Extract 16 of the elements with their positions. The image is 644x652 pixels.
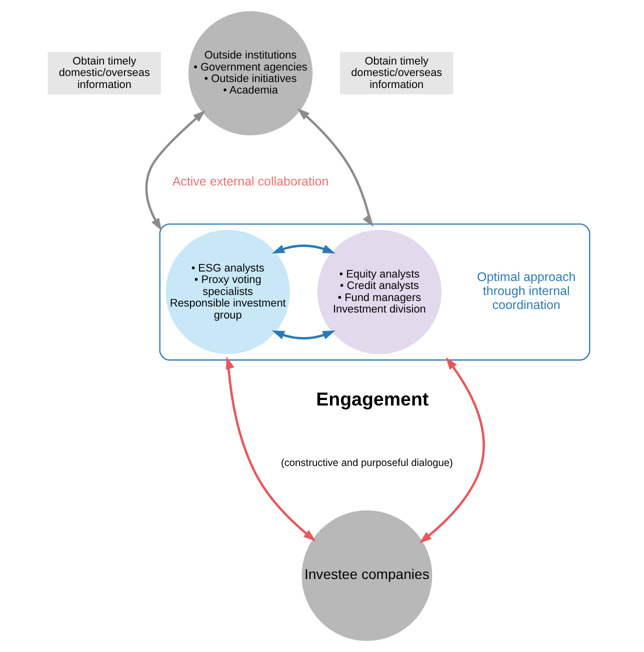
label: Engagement <box>316 388 429 410</box>
arrow <box>419 357 485 544</box>
cluster <box>159 223 590 361</box>
node-circle: • Equity analysts • Credit analysts • Fund managers Investment division <box>317 230 442 354</box>
arrow <box>145 110 206 231</box>
arrow <box>272 330 336 340</box>
arrow <box>272 244 336 254</box>
node-circle: • ESG analysts • Proxy voting specialists Responsible investment group <box>166 230 290 354</box>
arrow <box>226 356 316 542</box>
node-box: Obtain timely domestic/overseas information <box>340 52 454 94</box>
label: Active external collaboration <box>172 174 329 189</box>
node-text: Optimal approach through internal coordination <box>476 270 576 312</box>
node-circle: Outside institutions • Government agencies • Outside initiatives • Academia <box>188 11 313 136</box>
node-box: Obtain timely domestic/overseas information <box>48 52 162 94</box>
label: (constructive and purposeful dialogue) <box>280 458 453 469</box>
arrow <box>297 108 374 227</box>
